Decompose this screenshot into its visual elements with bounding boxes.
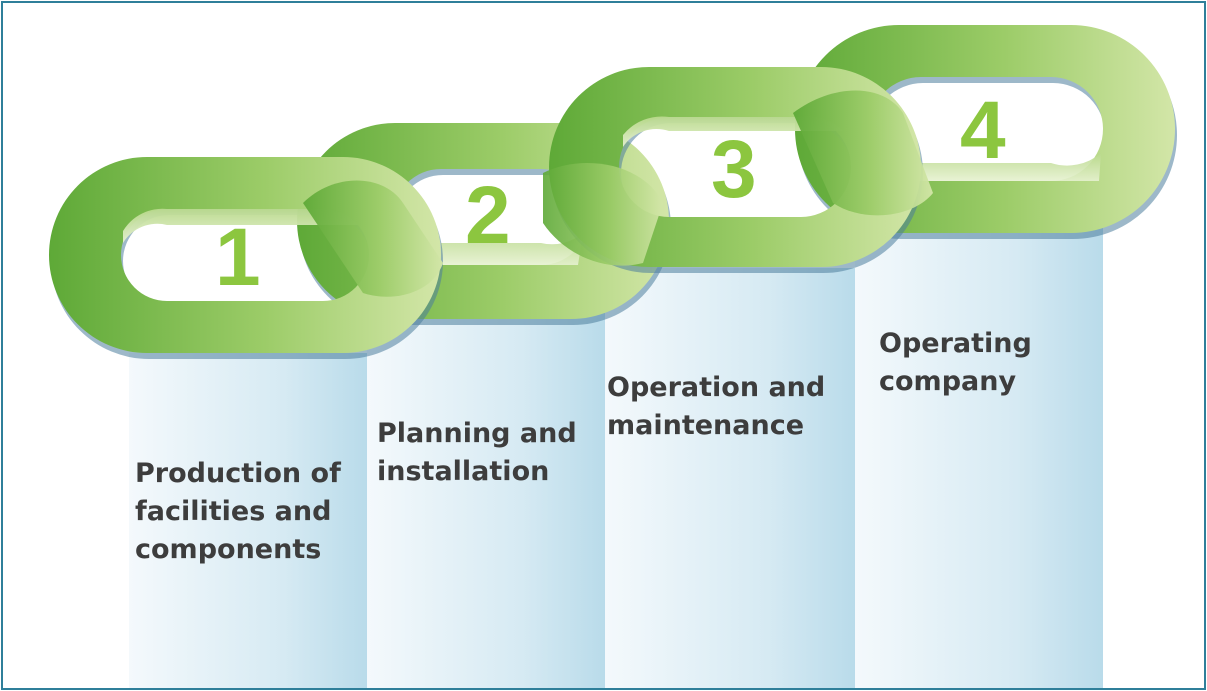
chain-graphic: 1 2 3 4 [49,25,1177,359]
step-4-label: Operating company [879,328,1032,397]
crossing-3-4 [793,90,933,216]
step-4-number: 4 [960,85,1006,176]
step-2-label: Planning and installation [377,418,577,487]
crossing-1-2 [303,180,443,297]
step-3-label: Operation and maintenance [607,372,826,441]
column-2 [367,313,605,688]
column-3 [605,268,855,688]
step-2-number: 2 [465,170,511,261]
column-1 [129,353,367,688]
step-1-label: Production of facilities and components [135,458,341,565]
step-1-number: 1 [215,212,261,303]
crossing-2-3 [543,163,663,266]
step-3-number: 3 [711,124,757,215]
column-4 [855,228,1103,688]
